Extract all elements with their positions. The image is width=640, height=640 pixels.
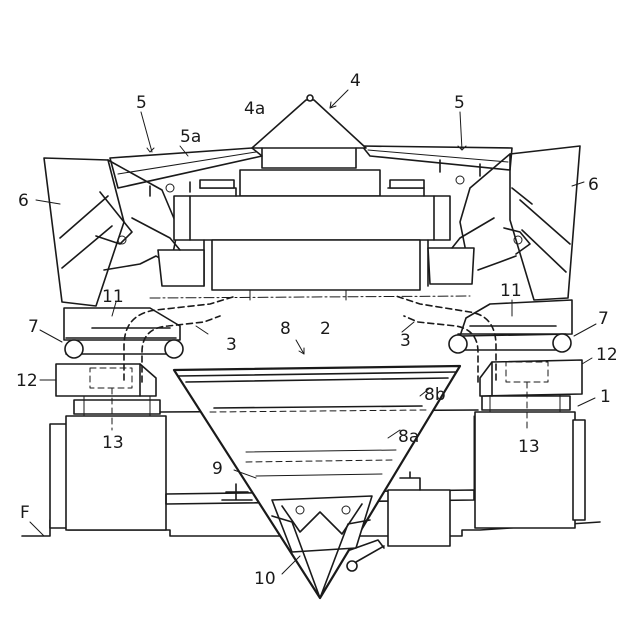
label-10: 10 [254,569,276,589]
label-6-right: 6 [588,175,599,195]
label-4a: 4a [244,99,265,119]
label-6-left: 6 [18,191,29,211]
label-3-left: 3 [226,335,237,355]
label-5-left: 5 [136,93,147,113]
label-4: 4 [350,71,361,91]
label-11-left: 11 [102,287,124,307]
collecting-funnel [174,366,460,598]
label-F: F [20,503,30,523]
right-radial-trough [362,146,512,184]
center-chain-lines [150,290,470,300]
label-7-left: 7 [28,317,39,337]
label-8a: 8a [398,427,419,447]
label-12-left: 12 [16,371,38,391]
label-8b: 8b [424,385,446,405]
label-2: 2 [320,319,331,339]
label-9: 9 [212,459,223,479]
label-1: 1 [600,387,611,407]
left-base-leg [50,396,166,530]
right-base-leg [475,392,585,528]
right-conveyor [449,300,572,353]
label-5-right: 5 [454,93,465,113]
right-pool-hopper [460,146,580,300]
label-3-right: 3 [400,331,411,351]
label-8: 8 [280,319,291,339]
label-5a: 5a [180,127,201,147]
label-7-right: 7 [598,309,609,329]
label-12-right: 12 [596,345,618,365]
label-13-right: 13 [518,437,540,457]
label-11-right: 11 [500,281,522,301]
central-body [174,170,450,290]
label-13-left: 13 [102,433,124,453]
